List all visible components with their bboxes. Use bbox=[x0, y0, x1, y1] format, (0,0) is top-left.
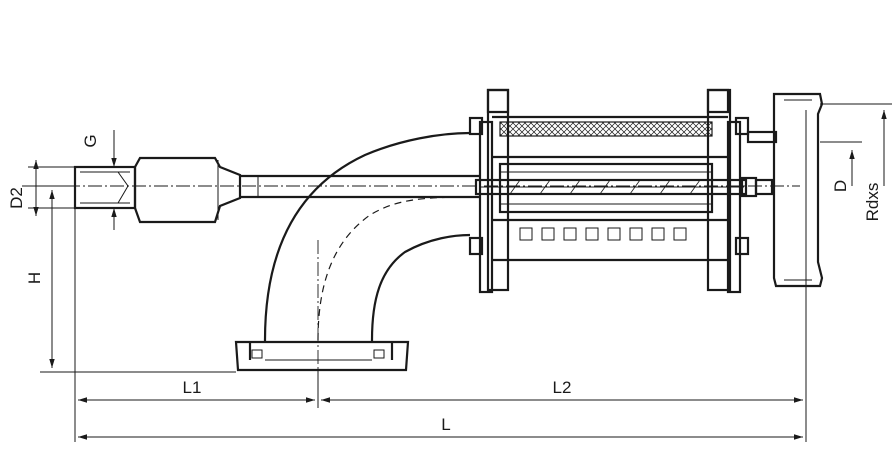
dim-label-l: L bbox=[441, 415, 450, 434]
dim-label-rdxs: Rdxs bbox=[863, 183, 882, 222]
reducer-body bbox=[133, 156, 242, 224]
elbow-pipe bbox=[263, 131, 471, 342]
inlet-nipple bbox=[73, 165, 137, 210]
dim-label-d2: D2 bbox=[7, 187, 26, 209]
end-cap bbox=[746, 92, 824, 288]
inner-tube bbox=[240, 174, 480, 199]
dim-label-l1: L1 bbox=[183, 378, 202, 397]
dim-label-d: D bbox=[831, 180, 850, 192]
dim-label-l2: L2 bbox=[553, 378, 572, 397]
filter-housing bbox=[468, 88, 774, 294]
dim-label-h: H bbox=[25, 272, 44, 284]
outlet-flange bbox=[234, 340, 410, 372]
dim-label-g: G bbox=[81, 134, 100, 147]
